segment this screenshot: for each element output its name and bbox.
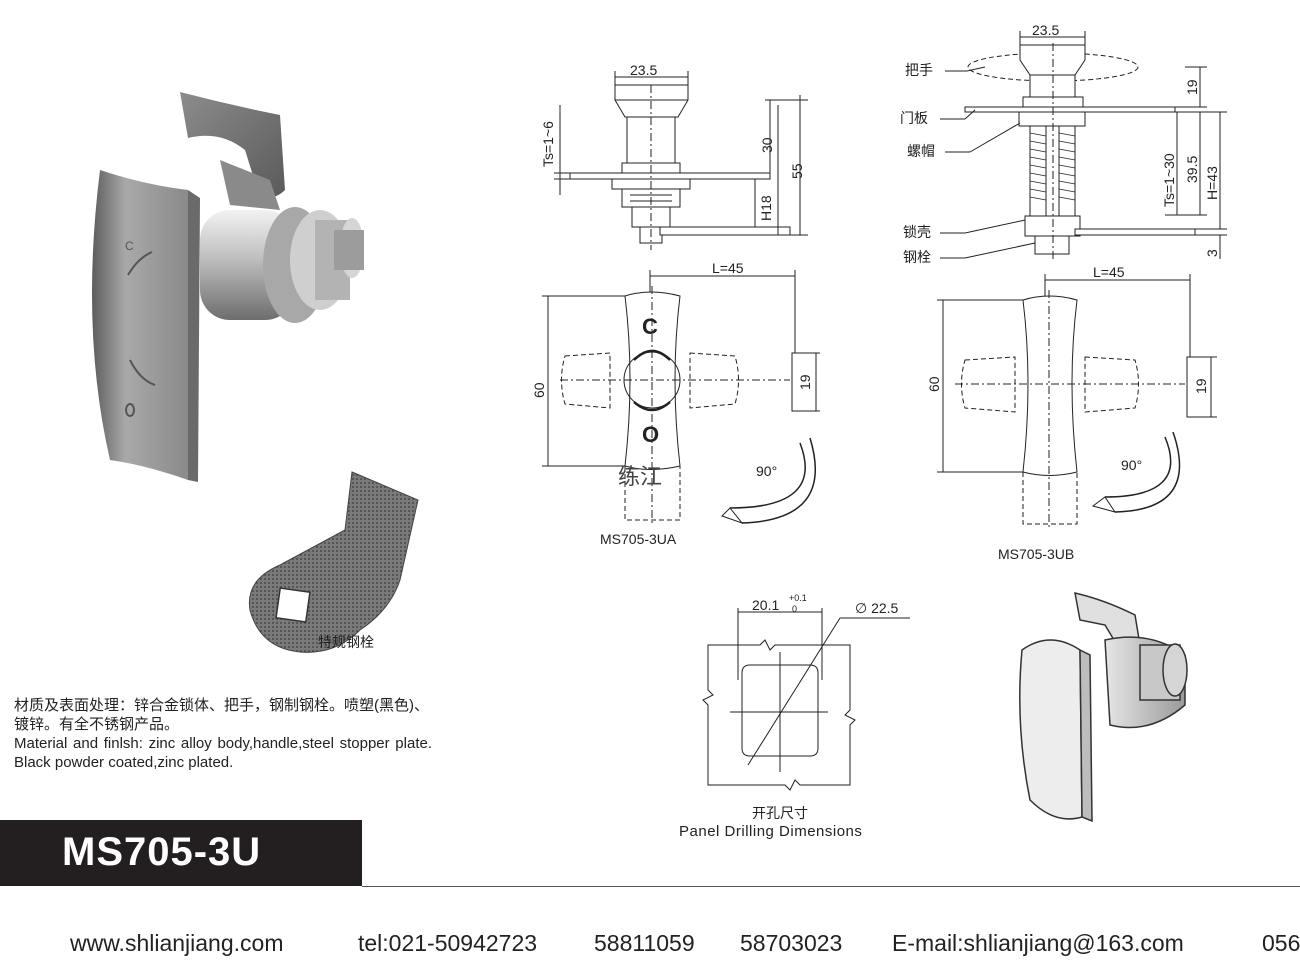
ua-mark-c: C: [642, 314, 658, 339]
footer-tel: tel:021-50942723: [358, 930, 538, 956]
ub-dim-60: 60: [926, 376, 942, 392]
ua-mark-o: O: [642, 422, 659, 447]
ua-model-label: MS705-3UA: [600, 531, 677, 547]
footer-extra: 056: [1262, 930, 1300, 956]
drill-dim-diameter: ∅ 22.5: [855, 600, 899, 616]
ua-dim-ts: Ts=1~6: [540, 121, 556, 167]
material-en: Material and finlsh: zinc alloy body,han…: [14, 735, 432, 771]
drill-tol-upper: +0.1: [789, 593, 807, 603]
drilling-diagram: 20.1 +0.1 0 ∅ 22.5: [702, 593, 910, 791]
ub-label-handle: 把手: [905, 62, 933, 78]
ua-front-view: L=45 60 19 C O 90° 练江: [531, 260, 820, 525]
product-photo: C: [92, 92, 364, 482]
ub-dim-19b: 19: [1193, 378, 1209, 394]
ub-label-cam: 钢栓: [903, 249, 931, 265]
ub-label-lock-body: 锁壳: [903, 224, 931, 240]
material-cn: 材质及表面处理：锌合金锁体、把手，钢制钢栓。喷塑(黑色)、镀锌。有全不锈钢产品。: [14, 697, 429, 733]
ua-dim-60: 60: [531, 382, 547, 398]
ub-model-label: MS705-3UB: [998, 546, 1075, 562]
ub-label-door-panel: 门板: [900, 110, 928, 126]
ua-dim-30: 30: [759, 137, 775, 153]
ua-side-view: 23.5 Ts=1~6 30 55 H18: [540, 62, 808, 250]
drilling-caption-cn: 开孔尺寸: [752, 805, 808, 821]
product-photo-small: [1019, 592, 1188, 823]
ub-label-nut: 螺帽: [907, 143, 935, 159]
ub-front-view: L=45 60 19 90°: [926, 264, 1217, 527]
divider-line: [362, 886, 1300, 887]
ua-watermark: 练江: [618, 464, 662, 489]
footer-phone2: 58811059: [594, 930, 695, 956]
ub-dim-top-width: 23.5: [1032, 22, 1059, 38]
ub-angle: 90°: [1121, 457, 1142, 473]
cam-photo: [248, 471, 419, 653]
material-description: 材质及表面处理：锌合金锁体、把手，钢制钢栓。喷塑(黑色)、镀锌。有全不锈钢产品。…: [14, 696, 432, 772]
ub-dim-3: 3: [1204, 249, 1220, 257]
ua-dim-55: 55: [789, 163, 805, 179]
ub-dim-h43: H=43: [1204, 166, 1220, 200]
ub-dim-39-5: 39.5: [1184, 156, 1200, 183]
ua-dim-l: L=45: [712, 260, 744, 276]
ua-dim-h18: H18: [758, 195, 774, 221]
ub-dim-ts: Ts=1~30: [1161, 153, 1177, 207]
footer-website[interactable]: www.shlianjiang.com: [70, 930, 284, 956]
ua-dim-top-width: 23.5: [630, 62, 657, 78]
footer-phone3: 58703023: [740, 930, 843, 956]
cam-label: 特规钢栓: [318, 634, 374, 650]
ua-dim-19: 19: [797, 374, 813, 390]
ua-angle: 90°: [756, 463, 777, 479]
model-banner: [0, 820, 362, 886]
ub-side-view: 23.5 19 Ts=1~30 39.5 H=43 3 把手 门板 螺帽 锁壳 …: [900, 22, 1227, 265]
ub-dim-19: 19: [1184, 79, 1200, 95]
drilling-caption-en: Panel Drilling Dimensions: [679, 823, 863, 840]
ub-dim-l: L=45: [1093, 264, 1125, 280]
drill-tol-lower: 0: [792, 604, 797, 614]
footer-email[interactable]: E-mail:shlianjiang@163.com: [892, 930, 1184, 956]
svg-text:C: C: [125, 239, 134, 253]
drill-dim-width: 20.1: [752, 597, 779, 613]
model-title: MS705-3U: [62, 830, 262, 874]
